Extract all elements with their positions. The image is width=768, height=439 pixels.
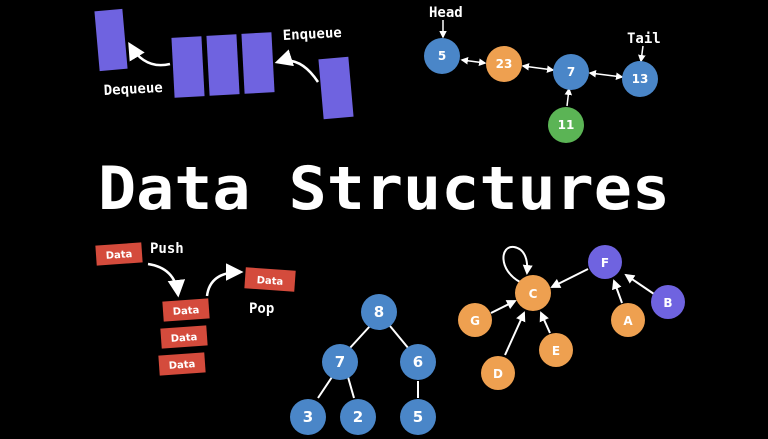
queue-enqueued-block [318, 56, 354, 120]
queue-block-3 [241, 32, 275, 94]
graph-diagram: C F B A G D E [458, 245, 685, 390]
dequeue-label: Dequeue [103, 80, 163, 99]
link-5-23 [460, 57, 487, 66]
stack-diagram: Data Data Data Data Data Push Pop [95, 241, 296, 376]
list-node-11-label: 11 [558, 118, 575, 132]
graph-edge-f-c [550, 268, 589, 288]
tree-node-7 [322, 344, 358, 380]
graph-edge-c-self-loop [502, 245, 533, 283]
queue-block-2 [206, 34, 240, 96]
head-label: Head [429, 5, 463, 21]
tree-node-3-label: 3 [303, 408, 313, 426]
enqueue-arrow [274, 49, 320, 83]
tree-edge-8-6 [389, 325, 410, 350]
tree-edge-7-2 [347, 376, 355, 399]
push-arrow [147, 262, 186, 298]
stack-item-bottom [158, 352, 206, 376]
push-label: Push [150, 241, 184, 257]
tail-label: Tail [627, 31, 661, 47]
page-title: Data Structures [98, 154, 670, 224]
graph-node-g-label: G [470, 314, 480, 328]
link-23-7 [521, 63, 555, 73]
linked-list-diagram: 5 23 7 13 11 Head Tail [424, 5, 661, 143]
graph-node-b [651, 285, 685, 319]
graph-node-d [481, 356, 515, 390]
binary-tree-diagram: 8 7 6 3 2 5 [290, 294, 436, 435]
queue-diagram: Dequeue Enqueue [94, 8, 354, 120]
graph-node-e-label: E [552, 344, 560, 358]
tree-node-3 [290, 399, 326, 435]
tree-node-2-label: 2 [353, 408, 363, 426]
list-node-23 [486, 46, 522, 82]
tree-node-6 [400, 344, 436, 380]
tree-node-5 [400, 399, 436, 435]
list-node-7-label: 7 [567, 65, 575, 79]
list-node-13 [622, 61, 658, 97]
graph-node-g [458, 303, 492, 337]
graph-node-a-label: A [623, 314, 633, 328]
enqueue-label: Enqueue [282, 25, 342, 44]
pop-arrow [205, 263, 244, 297]
list-node-5-label: 5 [438, 49, 446, 63]
link-7-13 [588, 70, 624, 80]
graph-node-f-label: F [601, 256, 609, 270]
stack-item-middle-label: Data [170, 332, 197, 345]
list-node-11 [548, 107, 584, 143]
stack-item-top [162, 298, 210, 322]
stack-pop-item [244, 267, 296, 292]
stack-pop-item-label: Data [256, 275, 283, 288]
tree-node-6-label: 6 [413, 353, 423, 371]
link-11-7 [564, 87, 573, 107]
stack-item-top-label: Data [172, 305, 199, 318]
graph-edge-a-f [612, 279, 623, 304]
graph-node-a [611, 303, 645, 337]
graph-node-d-label: D [493, 367, 503, 381]
graph-node-e [539, 333, 573, 367]
graph-edge-e-c [539, 311, 551, 334]
queue-block-1 [171, 36, 205, 98]
stack-push-item [95, 242, 143, 266]
tree-node-8-label: 8 [374, 303, 384, 321]
list-node-5 [424, 38, 460, 74]
tree-node-8 [361, 294, 397, 330]
list-node-23-label: 23 [496, 57, 513, 71]
tree-node-7-label: 7 [335, 353, 345, 371]
pop-label: Pop [249, 301, 274, 317]
list-node-13-label: 13 [632, 72, 649, 86]
tree-edge-7-3 [317, 376, 333, 399]
list-node-7 [553, 54, 589, 90]
graph-edge-d-c [504, 311, 526, 356]
tail-pointer-arrow [638, 45, 646, 63]
stack-item-bottom-label: Data [168, 359, 195, 372]
graph-edge-g-c [490, 300, 517, 314]
stack-item-middle [160, 325, 208, 349]
tree-node-2 [340, 399, 376, 435]
tree-edge-8-7 [348, 325, 371, 350]
graph-node-c [515, 275, 551, 311]
graph-edge-b-f [624, 273, 655, 295]
graph-node-f [588, 245, 622, 279]
graph-node-c-label: C [529, 287, 538, 301]
dequeue-arrow [128, 41, 171, 67]
graph-node-b-label: B [663, 296, 672, 310]
queue-dequeued-block [94, 8, 128, 72]
stack-push-item-label: Data [105, 249, 132, 262]
tree-node-5-label: 5 [413, 408, 423, 426]
